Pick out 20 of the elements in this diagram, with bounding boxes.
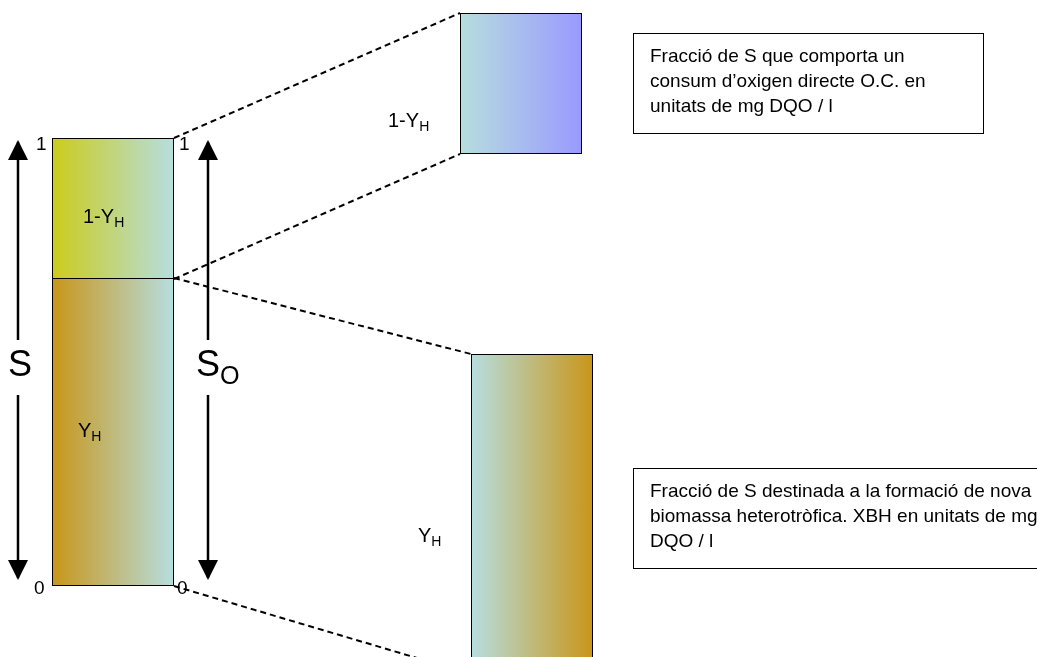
scale-label: 0: [34, 577, 45, 599]
bar-segment: [52, 278, 174, 586]
text-box: [633, 468, 1037, 569]
fraction-bar: [471, 354, 593, 657]
dimension-label: S: [8, 343, 32, 385]
text-box: [633, 33, 984, 134]
fraction-label: 1-Y$_{H}$: [388, 109, 430, 135]
description-text: Fracció de S destinada a la formació de nova biomassa heterotròfica. XBH en unitats de mg DQO / l: [650, 479, 1037, 553]
scale-label: 1: [179, 133, 190, 155]
scale-label: 1: [36, 133, 47, 155]
dimension-label: Y$_{H}$: [78, 419, 102, 445]
dimension-label: 1-Y$_{H}$: [83, 205, 125, 231]
bar-segment: [52, 138, 174, 279]
dimension-label: S$_{O}$: [196, 343, 240, 390]
dashed-connector: [173, 12, 461, 139]
dashed-connector: [173, 277, 472, 355]
description-text: Fracció de S que comporta un consum d’oxigen directe O.C. en unitats de mg DQO / l: [650, 44, 927, 118]
fraction-label: Y$_{H}$: [418, 524, 442, 550]
dashed-connector: [173, 153, 461, 280]
fraction-box: [460, 13, 582, 154]
